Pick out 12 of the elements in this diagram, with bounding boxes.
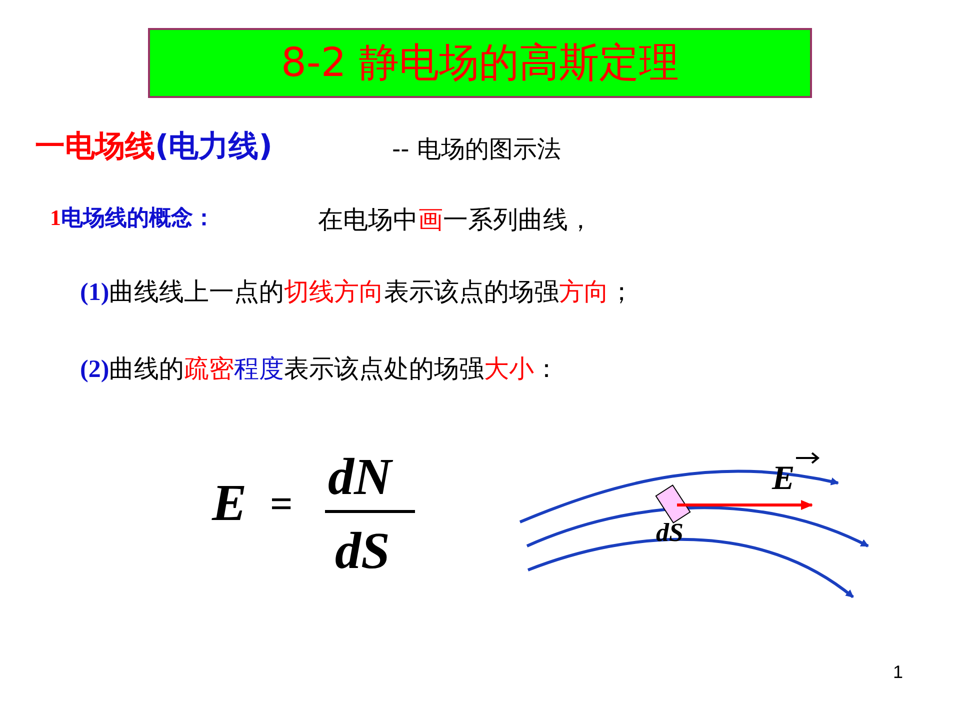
subtitle-text: -- 电场的图示法 [392,134,561,165]
rule-text: (2)曲线的疏密程度表示该点处的场强大小： [80,353,560,385]
denominator-text: dS [335,522,390,581]
equals-sign: = [270,480,293,527]
rule-text: (1)曲线线上一点的切线方向表示该点的场强方向； [80,276,634,308]
title-banner: 8-2 静电场的高斯定理 [148,28,812,98]
formula-variable: E [212,474,247,533]
page-number: 1 [893,662,904,683]
sentence-text: 在电场中画一系列曲线， [318,204,593,236]
concept-heading: 1电场线的概念： [50,204,215,233]
numerator-text: dN [328,448,392,507]
section-heading: 一电场线(电力线) [35,128,272,166]
